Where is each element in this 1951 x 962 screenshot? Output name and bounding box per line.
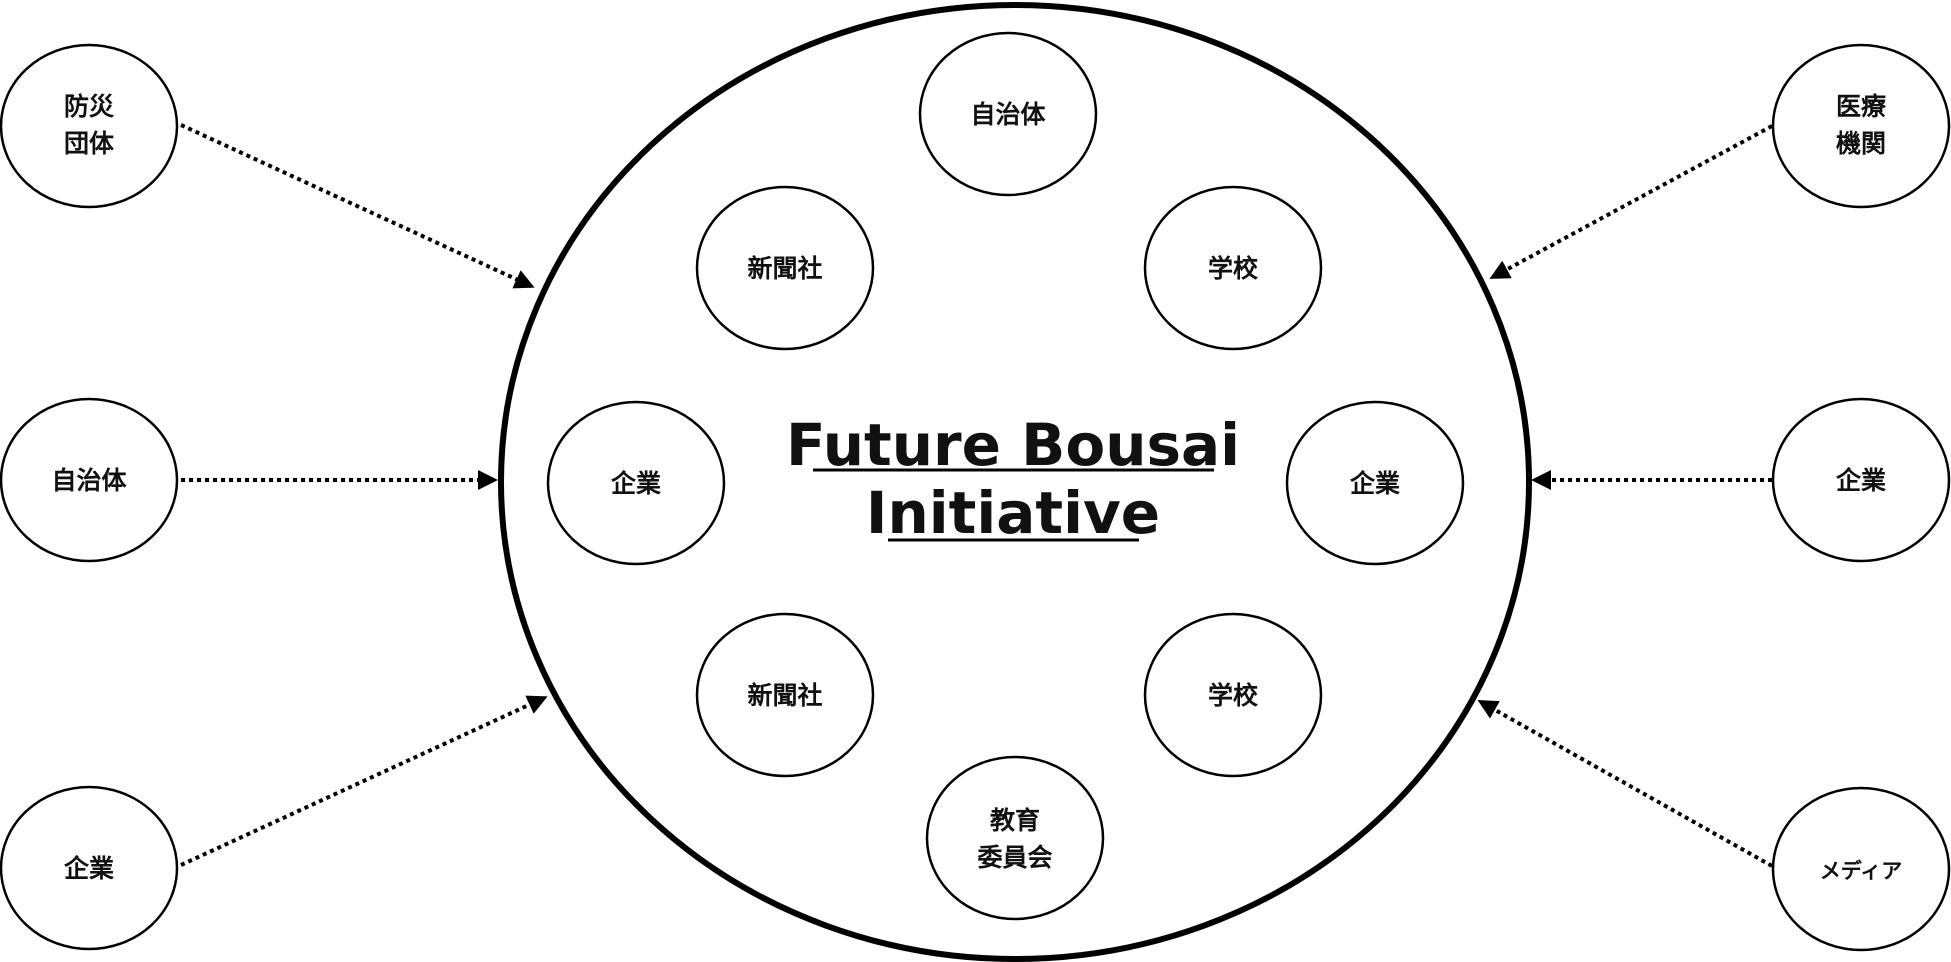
- outer-node-right-middle-label: 企業: [1836, 466, 1886, 495]
- initiative-circle: [498, 2, 1532, 962]
- inner-node-top: 自治体: [918, 31, 1098, 197]
- inner-node-right-label: 企業: [1350, 469, 1400, 498]
- inner-node-upper-left-label: 新聞社: [747, 254, 822, 283]
- outer-node-right-bottom: メディア: [1771, 786, 1951, 952]
- inner-node-left: 企業: [546, 400, 726, 566]
- inner-node-bottom-label-2: 委員会: [976, 843, 1052, 872]
- title-line-2: Initiative: [866, 479, 1160, 547]
- outer-node-right-middle: 企業: [1771, 397, 1951, 563]
- inner-node-lower-left-label: 新聞社: [747, 681, 822, 710]
- title-line-1: Future Bousai: [786, 411, 1240, 479]
- inner-node-bottom: 教育 委員会: [925, 755, 1105, 921]
- outer-node-right-top: 医療 機関: [1771, 43, 1951, 209]
- outer-node-left-bottom-label: 企業: [64, 854, 114, 883]
- arrow-left-bottom: [180, 695, 548, 867]
- arrow-left-top: [180, 123, 535, 289]
- outer-node-left-bottom: 企業: [0, 785, 179, 951]
- outer-node-right-top-label-2: 機関: [1836, 129, 1886, 158]
- initiative-title: Future Bousai Initiative: [786, 411, 1240, 547]
- outer-node-left-top-label-2: 団体: [64, 129, 115, 158]
- outer-node-right-bottom-label: メディア: [1820, 859, 1903, 883]
- inner-node-left-label: 企業: [611, 469, 661, 498]
- inner-node-upper-right: 学校: [1143, 185, 1323, 351]
- inner-node-lower-right-label: 学校: [1208, 681, 1259, 710]
- inner-node-upper-left: 新聞社: [695, 185, 875, 351]
- outer-node-left-middle: 自治体: [0, 397, 179, 563]
- inner-node-lower-right: 学校: [1143, 612, 1323, 778]
- inner-node-upper-right-label: 学校: [1208, 254, 1259, 283]
- outer-node-right-top-label-1: 医療: [1836, 92, 1886, 121]
- arrow-right-bottom: [1477, 700, 1773, 868]
- outer-node-left-middle-label: 自治体: [51, 466, 127, 495]
- inner-node-top-label: 自治体: [970, 100, 1046, 129]
- outer-node-left-top-label-1: 防災: [64, 92, 115, 121]
- inner-node-right: 企業: [1285, 400, 1465, 566]
- outer-node-left-top: 防災 団体: [0, 43, 179, 209]
- inner-node-bottom-label-1: 教育: [990, 806, 1040, 835]
- arrow-right-top: [1489, 124, 1773, 279]
- inner-node-lower-left: 新聞社: [695, 612, 875, 778]
